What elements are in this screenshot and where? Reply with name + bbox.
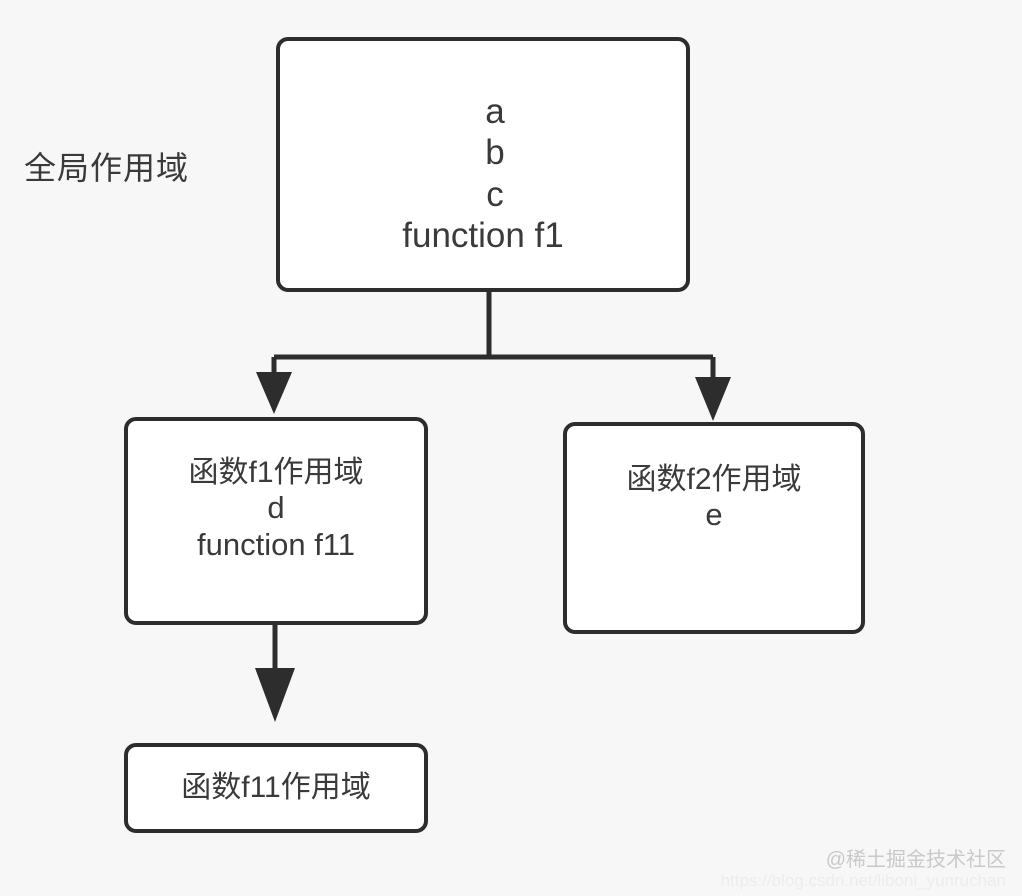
node-global-line-c: c xyxy=(486,174,504,214)
node-global-line-b: b xyxy=(485,133,505,173)
node-global-scope[interactable]: a b c function f1 xyxy=(276,37,690,292)
node-f2-scope[interactable]: 函数f2作用域 e xyxy=(563,422,865,634)
node-f2-title: 函数f2作用域 xyxy=(626,463,802,496)
node-global-line-a: a xyxy=(485,91,505,131)
node-f1-scope[interactable]: 函数f1作用域 d function f11 xyxy=(124,417,428,625)
node-f11-scope[interactable]: 函数f11作用域 xyxy=(124,743,428,833)
arrowhead-global-to-f2 xyxy=(695,377,731,421)
node-f1-line-d: d xyxy=(267,490,285,526)
watermark-url: https://blog.csdn.net/liboni_yunruchan xyxy=(720,871,1006,891)
watermark-handle: @稀土掘金技术社区 xyxy=(825,849,1006,872)
arrowhead-f1-to-f11 xyxy=(255,668,295,722)
arrowhead-global-to-f1 xyxy=(256,372,292,414)
node-f11-title: 函数f11作用域 xyxy=(181,771,371,805)
node-global-line-function-f1: function f1 xyxy=(402,215,564,255)
global-scope-label: 全局作用域 xyxy=(24,150,190,186)
node-f1-title: 函数f1作用域 xyxy=(188,456,364,489)
watermark: @稀土掘金技术社区 https://blog.csdn.net/liboni_y… xyxy=(721,850,1006,890)
node-f1-line-function-f11: function f11 xyxy=(197,526,355,562)
node-f2-line-e: e xyxy=(705,497,723,533)
